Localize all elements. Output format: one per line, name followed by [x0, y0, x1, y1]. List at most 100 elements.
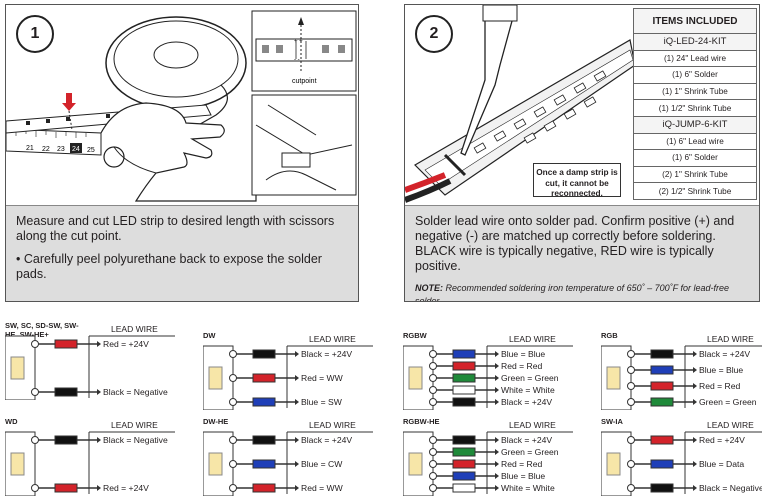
kit-1-item: (1) 24" Lead wire — [633, 49, 757, 68]
step-2-instruction: Solder lead wire onto solder pad. Confir… — [415, 214, 735, 273]
kit-1-name: iQ-LED-24-KIT — [633, 33, 757, 51]
strip-type-label: DW — [203, 331, 216, 340]
wire-label: Red = Red — [699, 381, 741, 391]
wiring-drawing — [601, 345, 762, 410]
wiring-drawing — [403, 345, 573, 410]
ruler-tick-25: 25 — [87, 147, 95, 154]
wire-arrow — [693, 367, 697, 373]
wire-label: Black = Negative — [699, 483, 762, 493]
lead-wire-label: LEAD WIRE — [509, 334, 556, 344]
wire-sleeve — [54, 483, 78, 493]
strip-type-label: RGBW — [403, 331, 427, 340]
ruler-tick-22: 22 — [42, 146, 50, 153]
lead-wire-label: LEAD WIRE — [309, 420, 356, 430]
led-chip — [208, 366, 223, 390]
wire-sleeve — [252, 349, 276, 359]
led-chip — [408, 366, 423, 390]
step-1-number: 1 — [16, 15, 54, 53]
wire-sleeve — [650, 397, 674, 407]
solder-pad — [229, 484, 237, 492]
wire-label: White = White — [501, 483, 555, 493]
wire-arrow — [693, 399, 697, 405]
step-2-caption: Solder lead wire onto solder pad. Confir… — [405, 205, 759, 301]
wire-label: Red = +24V — [699, 435, 745, 445]
wire-sleeve — [650, 365, 674, 375]
solder-pad — [627, 484, 635, 492]
wire-label: Black = +24V — [301, 349, 353, 359]
solder-pad — [229, 398, 237, 406]
svg-text:- -: - - — [294, 57, 300, 63]
solder-pad — [31, 388, 39, 396]
wire-arrow — [97, 437, 101, 443]
wire-label: Blue = Blue — [699, 365, 744, 375]
damp-strip-warning: Once a damp strip is cut, it cannot be r… — [533, 163, 621, 198]
step-2-panel: 2 ITEMS INCLUDED iQ-LED-24-KIT (1) 24" L… — [404, 4, 760, 302]
wire-label: Blue = Blue — [501, 349, 546, 359]
wire-arrow — [495, 449, 499, 455]
wire-arrow — [495, 363, 499, 369]
kit-1-item: (1) 6" Solder — [633, 66, 757, 84]
wire-arrow — [693, 485, 697, 491]
step-1-panel: 21 22 23 24 25 — [5, 4, 359, 302]
wiring-drawing — [403, 431, 573, 496]
wire-sleeve — [650, 483, 674, 493]
solder-pad — [429, 472, 437, 480]
strip-type-label: RGBW-HE — [403, 417, 440, 426]
wire-sleeve — [452, 361, 476, 371]
wire-label: Green = Green — [501, 373, 559, 383]
wire-label: Red = WW — [301, 483, 343, 493]
items-included-table: ITEMS INCLUDED iQ-LED-24-KIT (1) 24" Lea… — [633, 8, 757, 200]
solder-pad — [429, 484, 437, 492]
wiring-drawing — [5, 335, 175, 400]
solder-pad — [627, 382, 635, 390]
wire-arrow — [495, 461, 499, 467]
solder-pad — [627, 460, 635, 468]
note-text: Recommended soldering iron temperature o… — [415, 283, 730, 302]
wiring-drawing — [601, 431, 762, 496]
wire-label: Red = +24V — [103, 339, 149, 349]
step-1-caption: Measure and cut LED strip to desired len… — [6, 205, 358, 301]
solder-pad — [429, 350, 437, 358]
solder-pad — [229, 436, 237, 444]
wire-label: Green = Green — [699, 397, 757, 407]
led-chip — [606, 452, 621, 476]
wire-sleeve — [650, 459, 674, 469]
wire-label: Red = +24V — [103, 483, 149, 493]
items-header: ITEMS INCLUDED — [633, 8, 757, 34]
wire-arrow — [97, 389, 101, 395]
wiring-drawing — [203, 431, 373, 496]
wire-arrow — [295, 461, 299, 467]
wire-sleeve — [452, 349, 476, 359]
wire-arrow — [495, 437, 499, 443]
wire-arrow — [495, 387, 499, 393]
wiring-drawing — [203, 345, 373, 410]
solder-pad — [429, 362, 437, 370]
wire-sleeve — [452, 471, 476, 481]
wire-arrow — [693, 351, 697, 357]
wire-label: Black = Negative — [103, 435, 168, 445]
solder-pad — [429, 460, 437, 468]
wire-arrow — [495, 375, 499, 381]
wire-arrow — [295, 485, 299, 491]
lead-wire-label: LEAD WIRE — [111, 324, 158, 334]
led-chip — [10, 356, 25, 380]
wire-arrow — [295, 437, 299, 443]
kit-2-item: (2) 1/2" Shrink Tube — [633, 182, 757, 200]
wire-label: Blue = SW — [301, 397, 342, 407]
lead-wire-label: LEAD WIRE — [309, 334, 356, 344]
wire-sleeve — [54, 339, 78, 349]
solder-pad — [31, 484, 39, 492]
kit-2-name: iQ-JUMP-6-KIT — [633, 115, 757, 134]
wire-sleeve — [650, 381, 674, 391]
kit-2-item: (2) 1" Shrink Tube — [633, 165, 757, 184]
wire-sleeve — [252, 459, 276, 469]
solder-pad — [627, 366, 635, 374]
wire-label: Black = +24V — [501, 397, 553, 407]
wire-label: Black = +24V — [699, 349, 751, 359]
strip-type-label: RGB — [601, 331, 618, 340]
wire-label: Blue = Data — [699, 459, 745, 469]
wire-arrow — [495, 399, 499, 405]
